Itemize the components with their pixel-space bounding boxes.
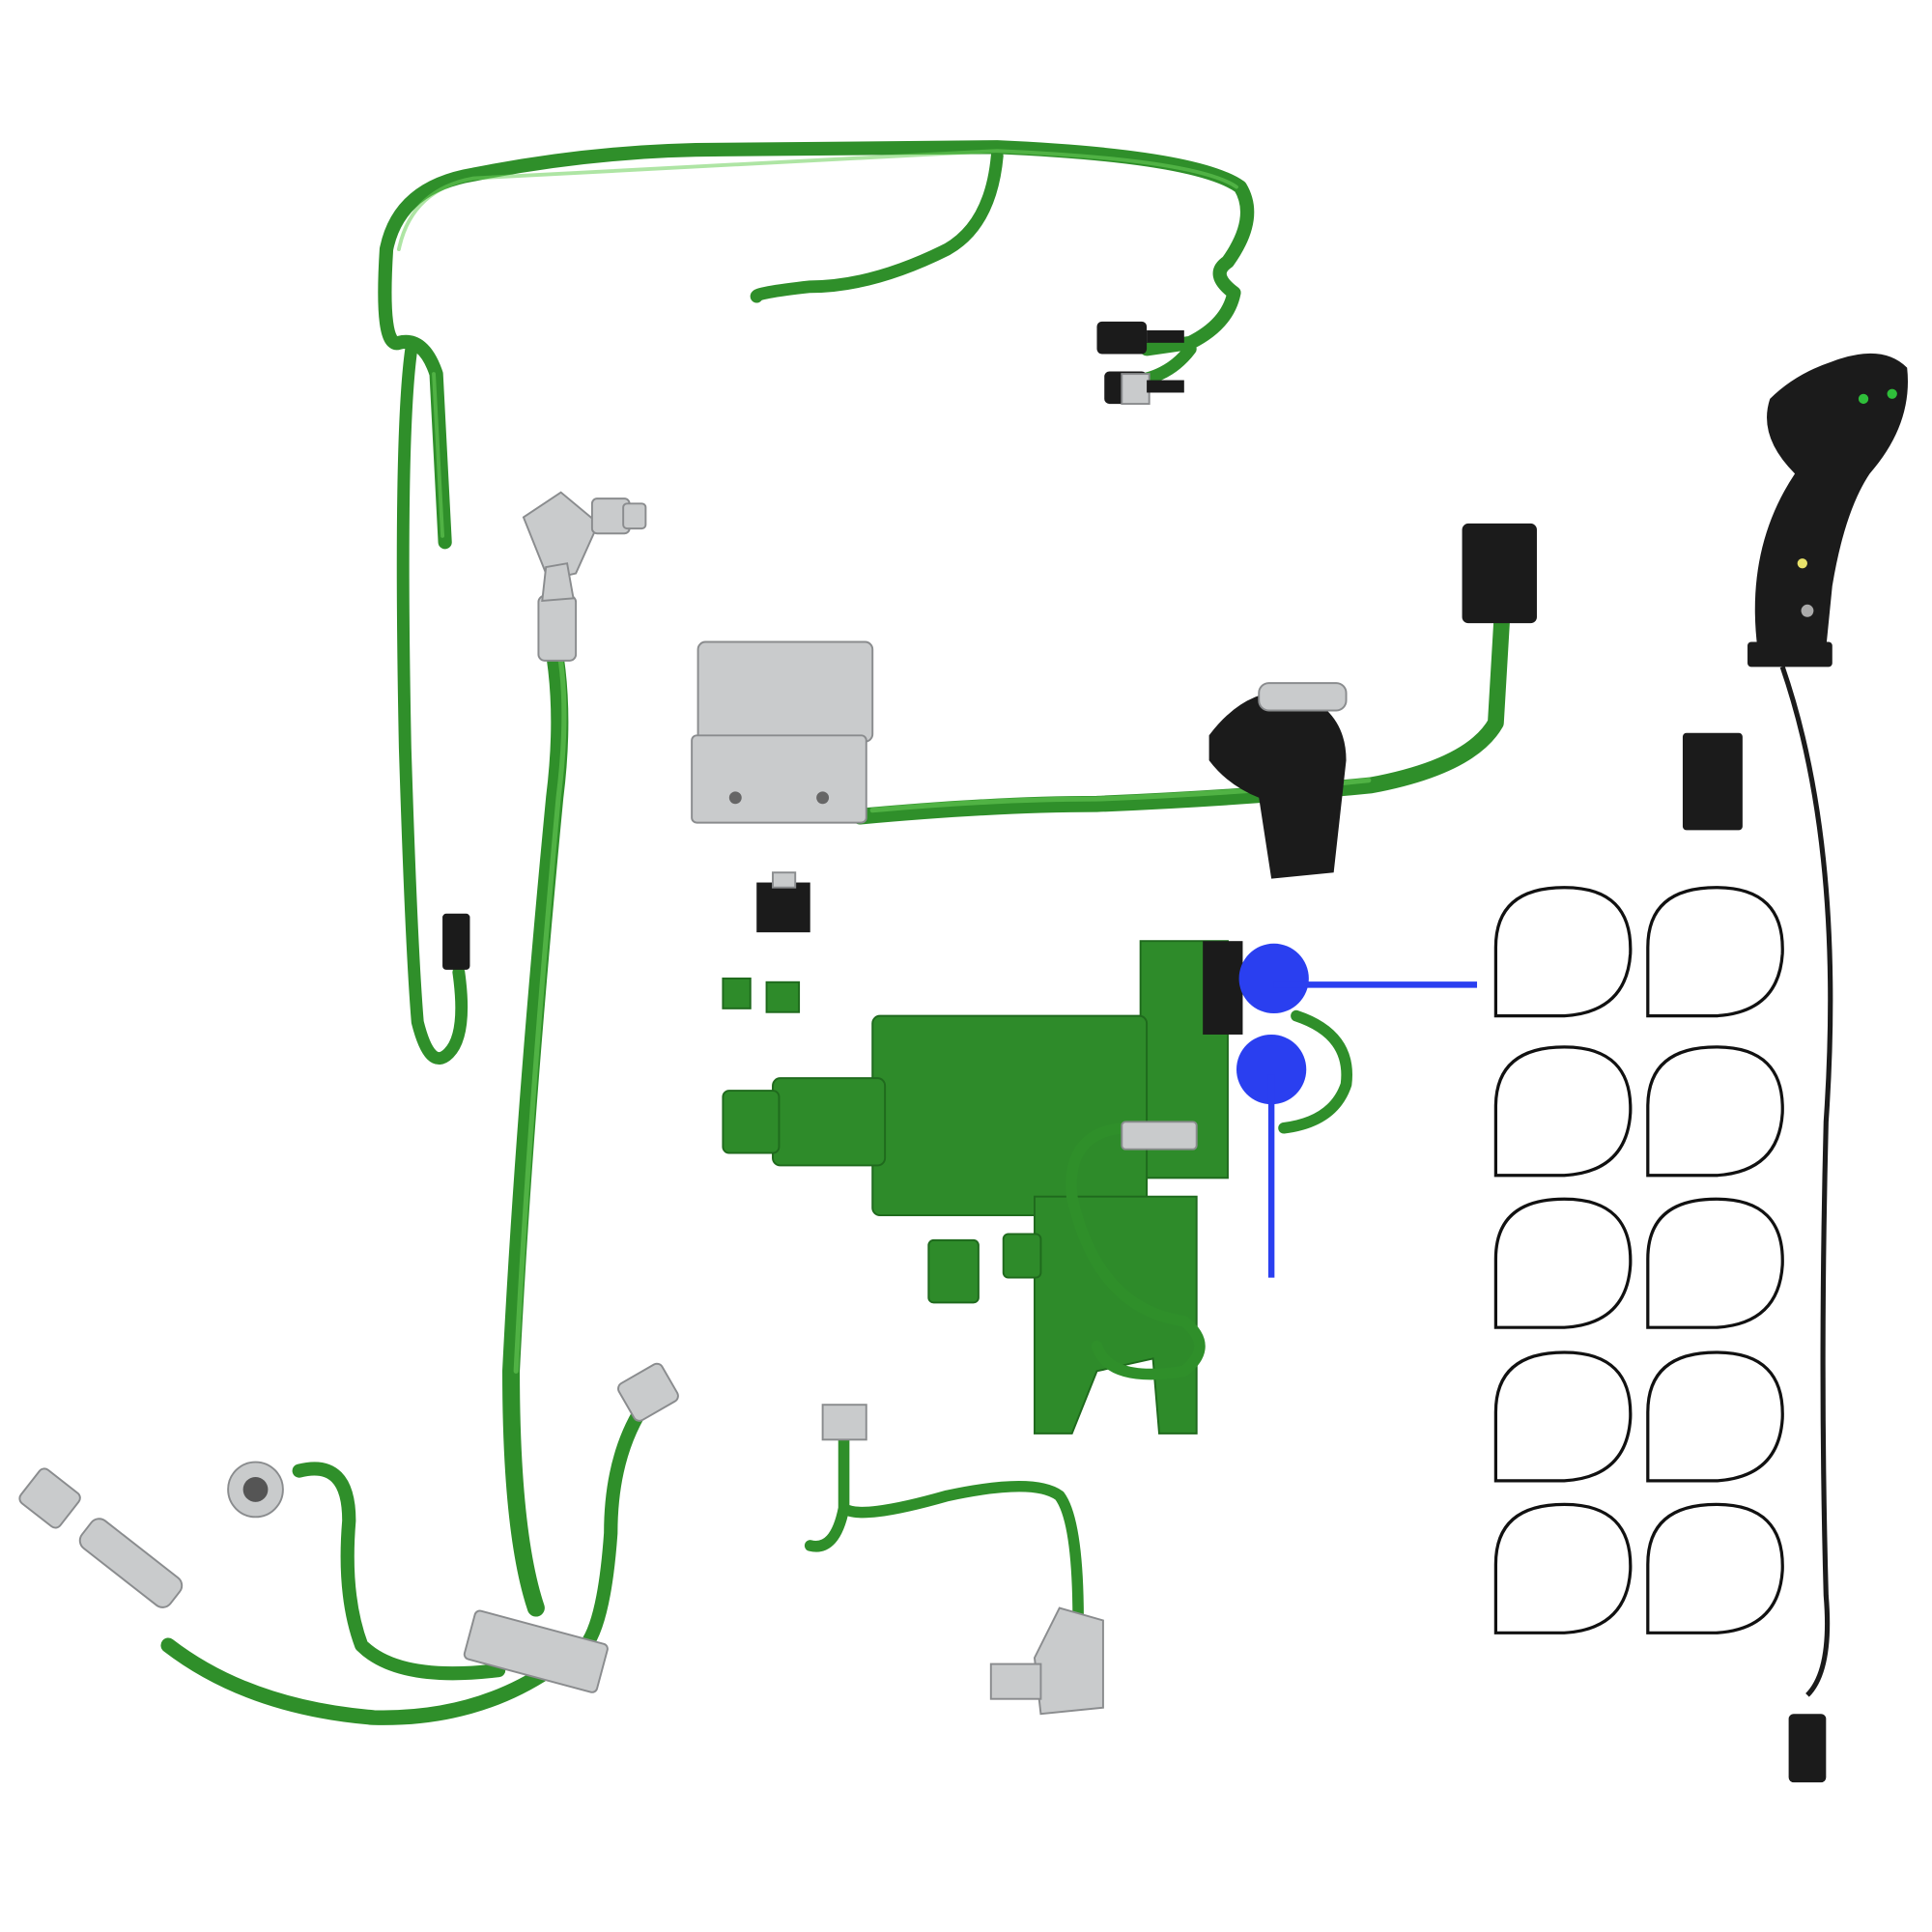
blue-caps [1236, 943, 1478, 1278]
top-wiring-harness [378, 140, 1255, 1065]
control-valve [722, 940, 1478, 1435]
joystick-handle [1747, 353, 1908, 1783]
long-hydraulic-hose [502, 491, 647, 1617]
bottom-hose-assembly [18, 1362, 679, 1725]
green-clip [765, 980, 801, 1013]
black-pad [1682, 732, 1743, 831]
harness-connectors [1096, 321, 1184, 406]
green-clip [722, 977, 752, 1009]
cable-ties [1493, 886, 1784, 1634]
connector-box-harness [691, 523, 1537, 879]
steel-tube [804, 1404, 1104, 1716]
small-black-connector [756, 882, 810, 933]
